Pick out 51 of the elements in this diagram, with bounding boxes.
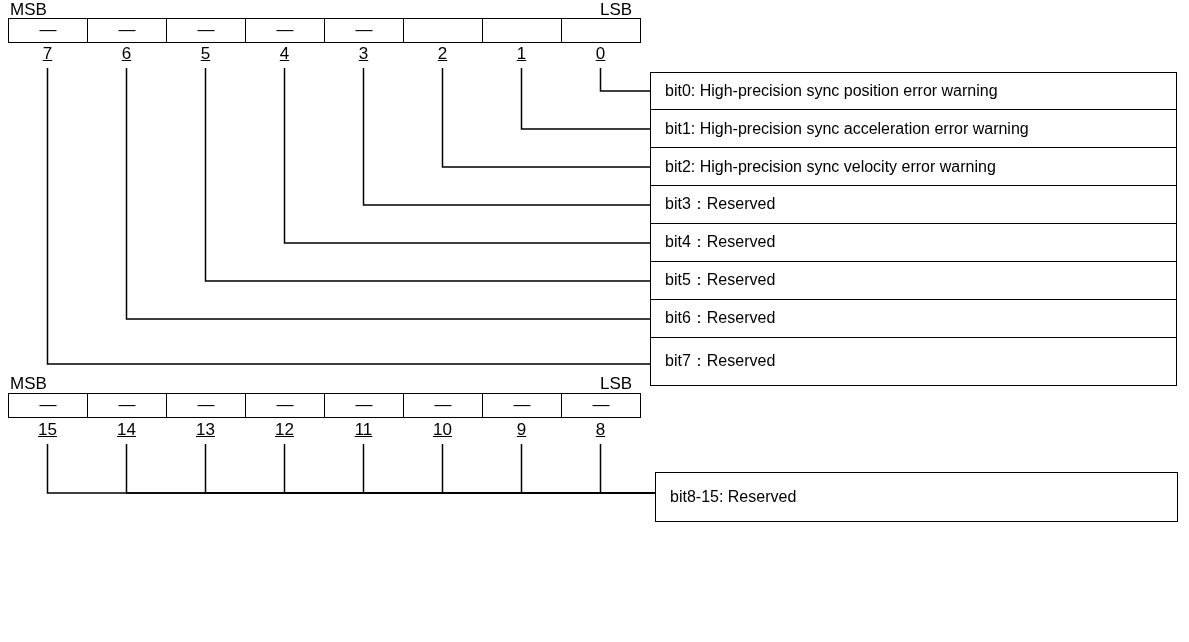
leader-line <box>441 67 651 168</box>
bit-number: 8 <box>588 420 613 440</box>
leader-line <box>204 67 651 282</box>
bit-number: 3 <box>351 44 376 64</box>
bit-number: 4 <box>272 44 297 64</box>
register-cell: — <box>245 18 325 43</box>
bit-description-box: bit2: High-precision sync velocity error warning <box>650 148 1177 186</box>
register-cell: — <box>166 393 246 418</box>
leader-line <box>520 67 651 130</box>
bit-number: 9 <box>509 420 534 440</box>
leader-line <box>46 67 651 365</box>
bit-description-box: bit5：Reserved <box>650 262 1177 300</box>
bit-number: 6 <box>114 44 139 64</box>
leader-line <box>362 67 651 206</box>
leader-line <box>599 67 651 92</box>
register-cell: — <box>166 18 246 43</box>
bit-description-box: bit7：Reserved <box>650 338 1177 386</box>
bit-number: 12 <box>272 420 297 440</box>
bit-description-box: bit6：Reserved <box>650 300 1177 338</box>
register-cell: — <box>482 393 562 418</box>
register-cell: — <box>245 393 325 418</box>
register-cell: — <box>8 18 88 43</box>
bit-number: 14 <box>114 420 139 440</box>
bit-order-label: MSB <box>10 0 47 20</box>
bit-number: 5 <box>193 44 218 64</box>
leader-line <box>599 443 656 494</box>
leader-line <box>125 67 651 320</box>
bit-description-box: bit1: High-precision sync acceleration error warning <box>650 110 1177 148</box>
bit-number: 15 <box>35 420 60 440</box>
bit-number: 1 <box>509 44 534 64</box>
bit-order-label: MSB <box>10 374 47 394</box>
bit-number: 7 <box>35 44 60 64</box>
register-cell: — <box>87 393 167 418</box>
register-cell: — <box>324 393 404 418</box>
register-cell: — <box>561 393 641 418</box>
bit-number: 0 <box>588 44 613 64</box>
bit-number: 2 <box>430 44 455 64</box>
register-cell: — <box>324 18 404 43</box>
bit-description-box: bit8-15: Reserved <box>655 472 1178 522</box>
register-cell: — <box>403 393 483 418</box>
register-cell: — <box>87 18 167 43</box>
bit-number: 11 <box>351 420 376 440</box>
bit-order-label: LSB <box>600 0 633 20</box>
leader-line <box>283 67 651 244</box>
bit-description-box: bit4：Reserved <box>650 224 1177 262</box>
bit-description-box: bit3：Reserved <box>650 186 1177 224</box>
bit-number: 10 <box>430 420 455 440</box>
register-cell: — <box>8 393 88 418</box>
bit-order-label: LSB <box>600 374 633 394</box>
bit-number: 13 <box>193 420 218 440</box>
bit-description-box: bit0: High-precision sync position error warning <box>650 72 1177 110</box>
